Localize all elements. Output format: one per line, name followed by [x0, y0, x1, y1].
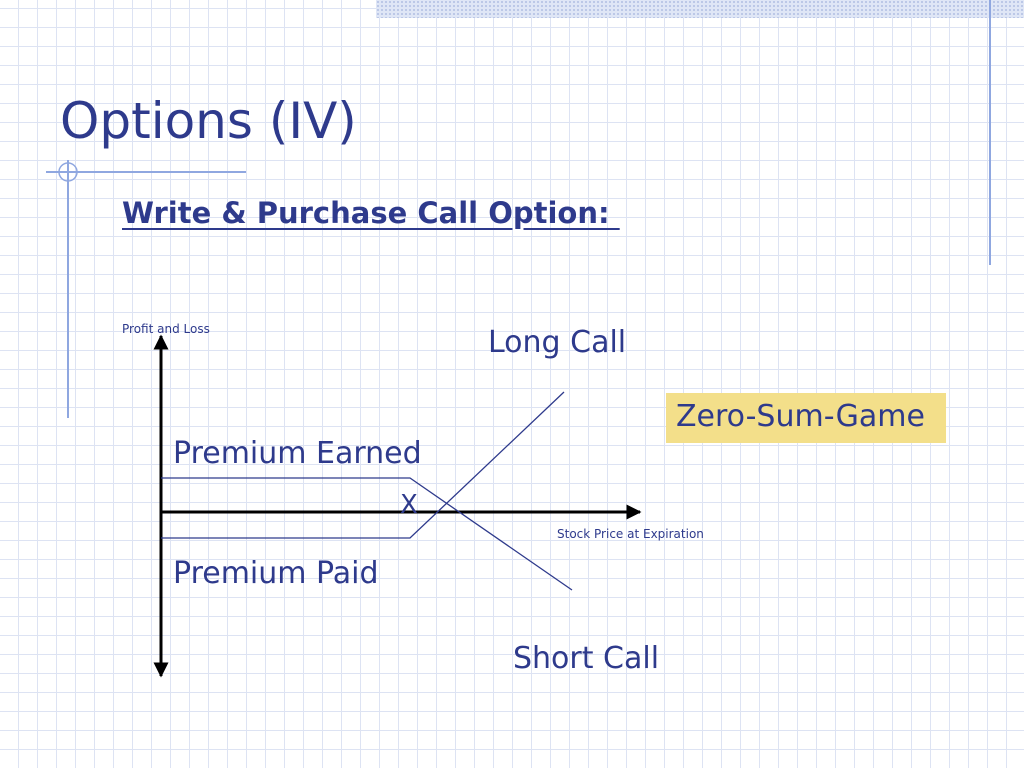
title-underline-rule — [46, 171, 246, 173]
header-band — [376, 0, 1024, 18]
long-call-label: Long Call — [488, 325, 627, 360]
short-call-label: Short Call — [513, 641, 660, 676]
left-accent-rule — [67, 160, 69, 418]
crosshair-ornament-icon — [58, 162, 78, 182]
premium-earned-label: Premium Earned — [173, 436, 422, 471]
slide-subtitle: Write & Purchase Call Option: — [122, 196, 620, 230]
right-accent-rule — [989, 0, 991, 265]
slide-title: Options (IV) — [60, 92, 357, 150]
strike-price-marker: X — [400, 490, 418, 520]
zero-sum-game-callout: Zero-Sum-Game — [666, 393, 946, 443]
short-call-payoff-line — [161, 477, 573, 591]
long-call-payoff-line — [161, 391, 565, 539]
y-axis-label: Profit and Loss — [122, 322, 210, 336]
premium-paid-label: Premium Paid — [173, 556, 379, 591]
x-axis-label: Stock Price at Expiration — [557, 527, 704, 541]
